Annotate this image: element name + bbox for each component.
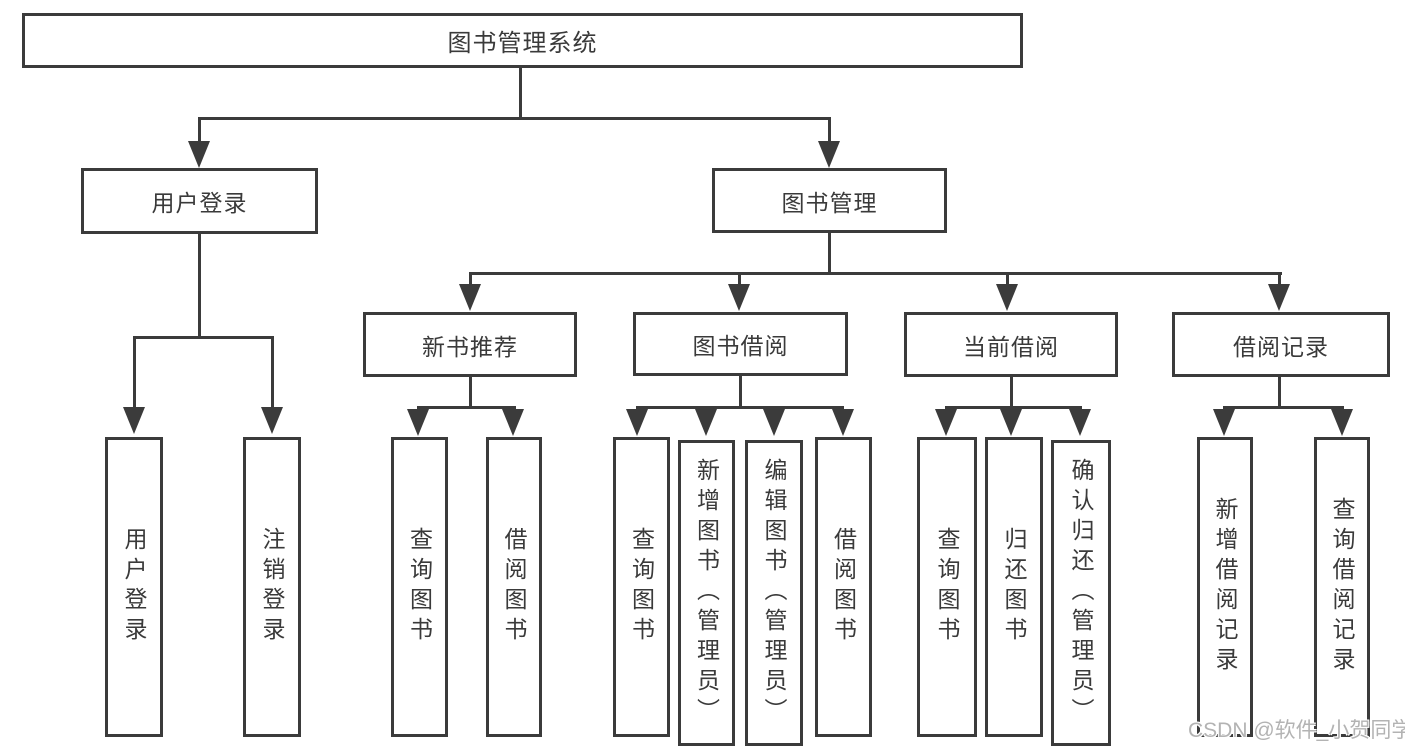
connector-vline	[1278, 272, 1281, 286]
arrowhead-down-icon	[459, 284, 481, 311]
leaf-cb-return-book: 归还图书	[985, 437, 1043, 737]
connector-hline	[133, 336, 274, 339]
connector-hline	[1223, 406, 1344, 409]
connector-hline	[945, 406, 1082, 409]
connector-vline	[469, 377, 472, 408]
arrowhead-down-icon	[1268, 284, 1290, 311]
arrowhead-down-icon	[996, 284, 1018, 311]
leaf-bb-add-book: 新增图书（管理员）	[678, 440, 735, 746]
leaf-cb-confirm-return: 确认归还（管理员）	[1051, 440, 1111, 746]
connector-vline	[133, 336, 136, 408]
arrowhead-down-icon	[1069, 409, 1091, 436]
arrowhead-down-icon	[502, 409, 524, 436]
connector-vline	[469, 272, 472, 286]
connector-vline	[1010, 377, 1013, 408]
arrowhead-down-icon	[1213, 409, 1235, 436]
connector-hline	[417, 406, 516, 409]
arrowhead-down-icon	[188, 141, 210, 168]
leaf-bb-edit-book: 编辑图书（管理员）	[745, 440, 803, 746]
connector-hline	[469, 272, 1282, 275]
leaf-nb-borrow-book: 借阅图书	[486, 437, 542, 737]
arrowhead-down-icon	[935, 409, 957, 436]
connector-vline	[519, 68, 522, 118]
connector-hline	[636, 406, 844, 409]
node-current-borrow: 当前借阅	[904, 312, 1118, 377]
connector-vline	[1006, 272, 1009, 286]
arrowhead-down-icon	[626, 409, 648, 436]
connector-vline	[828, 117, 831, 143]
connector-vline	[198, 234, 201, 338]
connector-vline	[1278, 377, 1281, 408]
connector-hline	[198, 117, 831, 120]
leaf-br-query-record: 查询借阅记录	[1314, 437, 1370, 737]
leaf-logout: 注销登录	[243, 437, 301, 737]
csdn-watermark: CSDN @软件_小贺同学	[1188, 719, 1405, 742]
arrowhead-down-icon	[407, 409, 429, 436]
arrowhead-down-icon	[832, 409, 854, 436]
connector-vline	[828, 233, 831, 274]
arrowhead-down-icon	[695, 409, 717, 436]
leaf-nb-query-book: 查询图书	[391, 437, 448, 737]
arrowhead-down-icon	[261, 407, 283, 434]
arrowhead-down-icon	[763, 409, 785, 436]
arrowhead-down-icon	[1000, 409, 1022, 436]
arrowhead-down-icon	[728, 284, 750, 311]
arrowhead-down-icon	[818, 141, 840, 168]
node-book-borrow: 图书借阅	[633, 312, 848, 376]
node-user-login-group: 用户登录	[81, 168, 318, 234]
connector-vline	[738, 272, 741, 286]
leaf-br-add-record: 新增借阅记录	[1197, 437, 1253, 737]
connector-vline	[198, 117, 201, 143]
connector-vline	[739, 376, 742, 408]
leaf-bb-borrow-book: 借阅图书	[815, 437, 872, 737]
leaf-bb-query-book: 查询图书	[613, 437, 670, 737]
arrowhead-down-icon	[123, 407, 145, 434]
connector-vline	[271, 336, 274, 408]
node-root-system: 图书管理系统	[22, 13, 1023, 68]
node-new-book-rec: 新书推荐	[363, 312, 577, 377]
arrowhead-down-icon	[1331, 409, 1353, 436]
leaf-user-login: 用户登录	[105, 437, 163, 737]
node-book-mgmt-group: 图书管理	[712, 168, 947, 233]
leaf-cb-query-book: 查询图书	[917, 437, 977, 737]
node-borrow-records: 借阅记录	[1172, 312, 1390, 377]
